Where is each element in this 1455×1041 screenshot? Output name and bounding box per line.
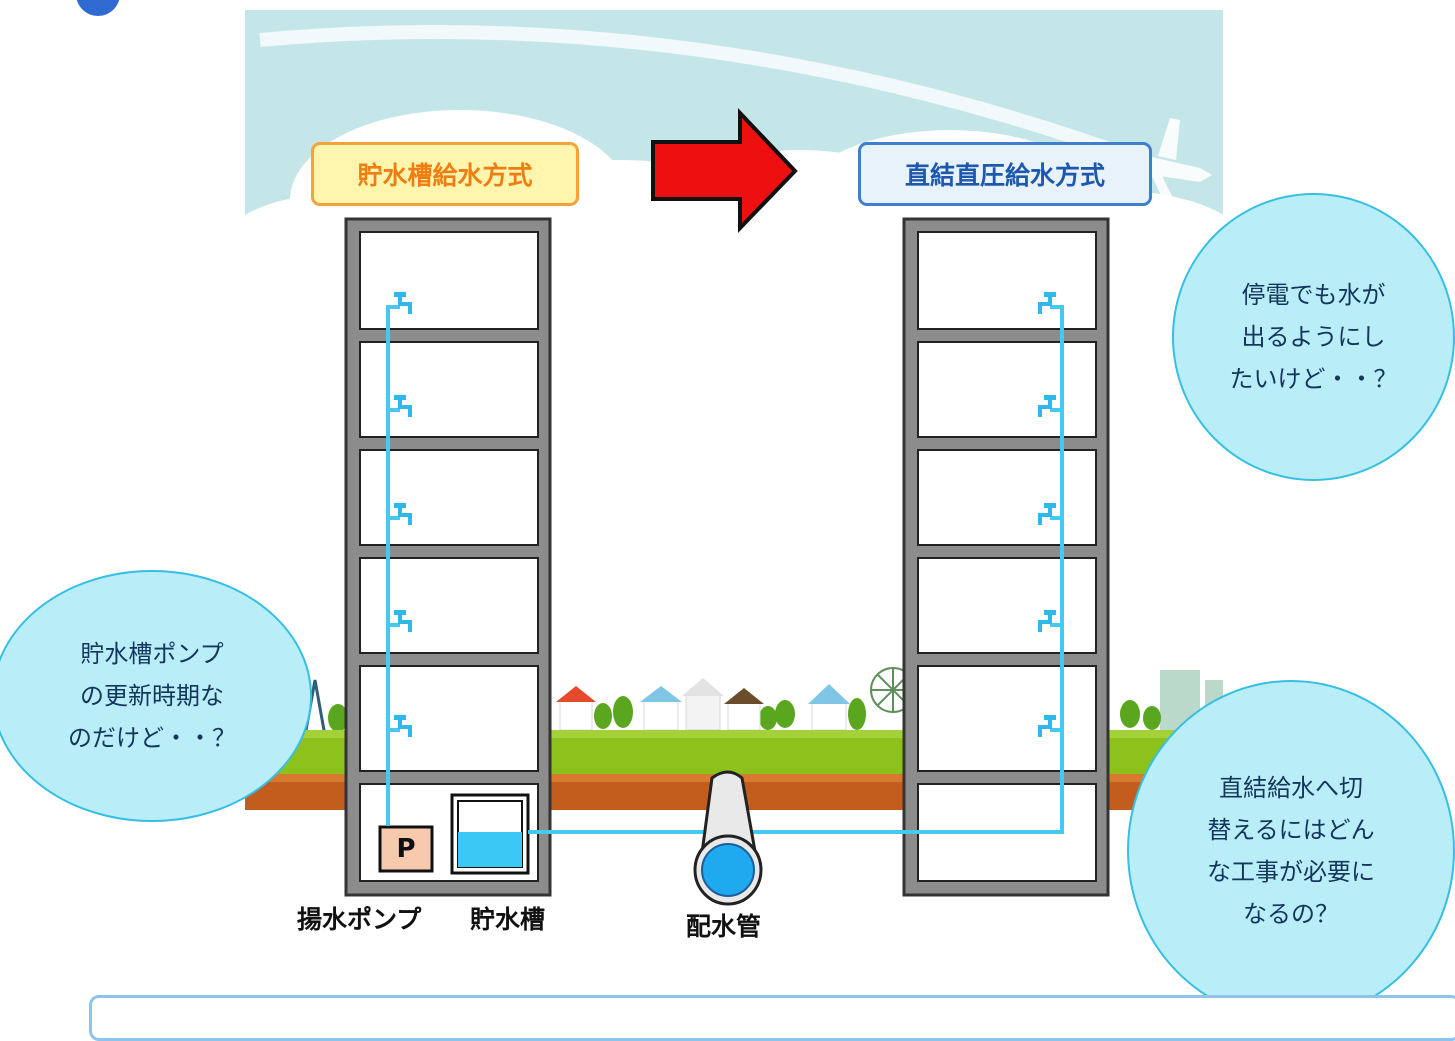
bubble-text: 貯水槽ポンプ の更新時期な のだけど・・？ (68, 640, 236, 752)
faucet-icons-left (394, 292, 412, 737)
pump-mark: P (396, 834, 416, 864)
question-bubble-pump-renewal: 貯水槽ポンプ の更新時期な のだけど・・？ (0, 570, 312, 822)
direct-system-label: 直結直圧給水方式 (858, 142, 1152, 206)
water-tank (450, 793, 530, 875)
pump-box (378, 825, 434, 873)
building-direct-system (902, 217, 1110, 897)
bubble-text: 停電でも水が 出るようにし たいけど・・？ (1229, 281, 1398, 393)
water-pipes (386, 305, 1064, 834)
pump-caption: 揚水ポンプ (297, 905, 422, 934)
info-panel (89, 995, 1455, 1041)
section-marker-icon (76, 0, 120, 16)
tank-system-label: 貯水槽給水方式 (311, 142, 579, 206)
faucet-icons-right (1038, 292, 1056, 737)
bubble-text: 直結給水へ切 替えるにはどん な工事が必要に なるの？ (1207, 773, 1375, 928)
question-bubble-power-outage: 停電でも水が 出るようにし たいけど・・？ (1172, 193, 1455, 481)
main-pipe-caption: 配水管 (686, 912, 762, 941)
transition-arrow-icon (651, 107, 798, 233)
tank-caption: 貯水槽 (470, 905, 546, 934)
question-bubble-conversion-work: 直結給水へ切 替えるにはどん な工事が必要に なるの？ (1127, 680, 1455, 1021)
water-main-pipe (693, 770, 763, 906)
